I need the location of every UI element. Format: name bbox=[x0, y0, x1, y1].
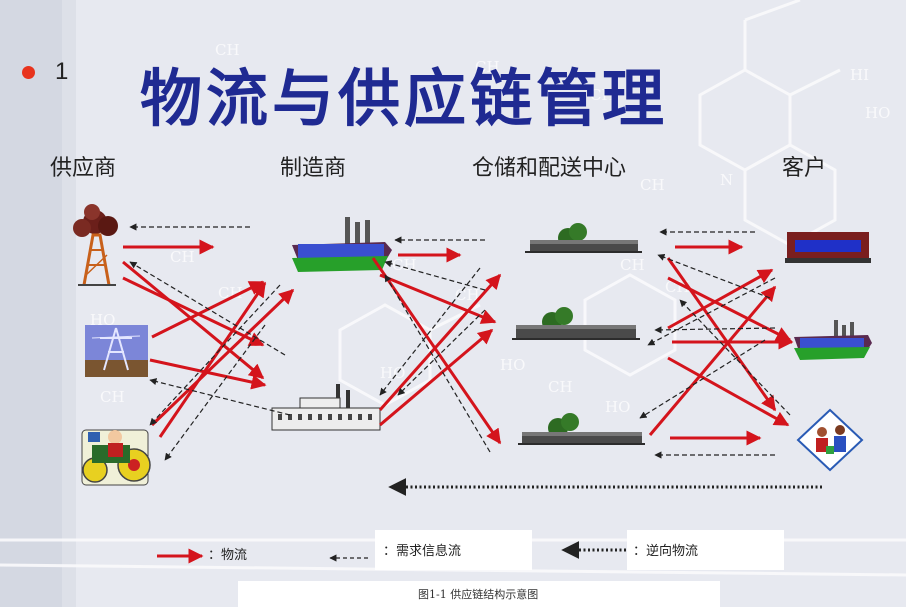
svg-text:CH: CH bbox=[100, 388, 125, 406]
svg-text:CH: CH bbox=[475, 58, 500, 76]
column-header-supplier: 供应商 bbox=[50, 156, 117, 181]
caption-box bbox=[238, 581, 720, 607]
slide-title: 物流与供应链管理 bbox=[140, 62, 669, 135]
plant-building-icon bbox=[271, 384, 381, 431]
svg-text:HO: HO bbox=[90, 311, 115, 329]
svg-text:CH: CH bbox=[170, 248, 195, 266]
column-header-warehouse: 仓储和配送中心 bbox=[472, 156, 627, 181]
bullet-dot bbox=[22, 66, 35, 79]
column-header-manufacturer: 制造商 bbox=[280, 156, 347, 181]
legend-reverse-label: ：逆向物流 bbox=[633, 544, 699, 559]
svg-text:HO: HO bbox=[380, 364, 405, 382]
legend-info-box bbox=[375, 530, 532, 570]
column-header-customer: 客户 bbox=[782, 156, 827, 181]
svg-text:HO: HO bbox=[865, 104, 890, 122]
oil-well-icon bbox=[73, 204, 118, 286]
figure-caption: 图1-1 供应链结构示意图 bbox=[418, 588, 539, 601]
slide-number: 1 bbox=[55, 58, 69, 85]
family-icon bbox=[796, 408, 864, 472]
factory-icon-customer bbox=[794, 320, 872, 360]
legend-material-label: ：物流 bbox=[208, 548, 248, 563]
svg-text:CH: CH bbox=[215, 41, 240, 59]
material-flow-arrows bbox=[122, 239, 794, 446]
store-icon bbox=[785, 232, 871, 263]
factory-icon-top bbox=[292, 217, 392, 272]
warehouse-icon-3 bbox=[518, 413, 645, 445]
svg-text:CH: CH bbox=[218, 284, 243, 302]
svg-text:N: N bbox=[720, 171, 733, 189]
svg-text:CH: CH bbox=[590, 86, 615, 104]
svg-text:CH: CH bbox=[455, 286, 480, 304]
svg-text:HO: HO bbox=[500, 356, 525, 374]
svg-text:CH: CH bbox=[620, 256, 645, 274]
legend-info-label: ：需求信息流 bbox=[383, 544, 462, 559]
warehouse-icon-2 bbox=[512, 307, 640, 340]
svg-text:HO: HO bbox=[605, 398, 630, 416]
svg-text:CH: CH bbox=[548, 378, 573, 396]
power-tower-icon bbox=[85, 325, 148, 377]
warehouse-icon-1 bbox=[525, 223, 642, 253]
legend-reverse-box bbox=[627, 530, 784, 570]
svg-text:HI: HI bbox=[850, 66, 869, 84]
farmer-tractor-icon bbox=[81, 429, 151, 486]
info-flow-arrows bbox=[129, 223, 791, 461]
svg-text:CH: CH bbox=[392, 256, 417, 274]
svg-text:CH: CH bbox=[640, 176, 665, 194]
